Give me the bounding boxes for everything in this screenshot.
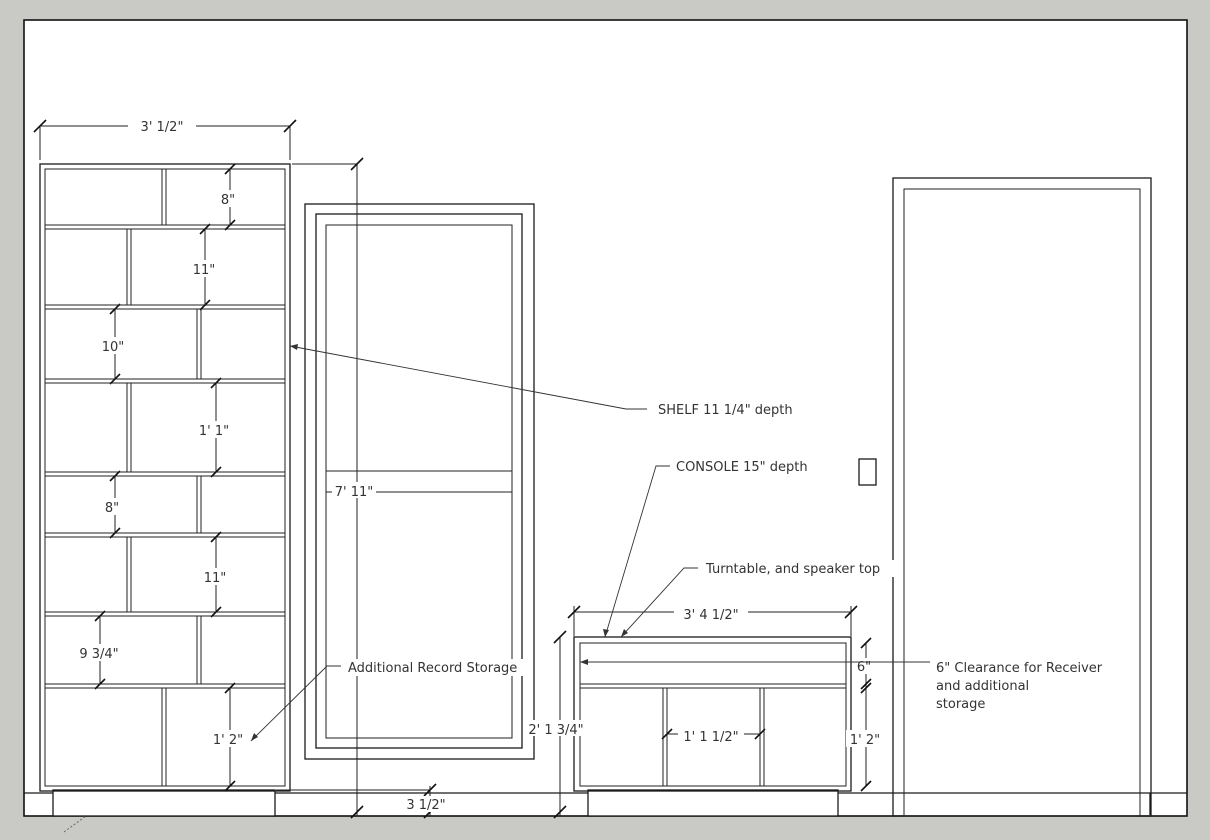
dimension-label: 11" [193,263,216,278]
annotation-console-depth[interactable]: CONSOLE 15" depth [603,460,808,638]
dimension-label: 10" [102,340,125,355]
annotation-record-storage[interactable]: Additional Record Storage [250,659,530,742]
annotation-label: SHELF 11 1/4" depth [658,403,793,418]
bookshelf[interactable] [39,163,291,792]
annotation-label: and additional [936,679,1029,694]
dimension-label: 8" [105,501,119,516]
shelf-cell-dimensions[interactable]: 8" 11" 10" 1' 1" 8" 11" 9 3/4" [74,163,248,792]
dimension-label: 2' 1 3/4" [528,723,583,738]
dimension-console-center[interactable]: 1' 1 1/2" [661,727,766,745]
dimension-label: 3' 1/2" [141,120,184,135]
annotation-label: CONSOLE 15" depth [676,460,808,475]
dimension-console-height[interactable]: 2' 1 3/4" [524,630,588,819]
dimension-label: 7' 11" [335,485,374,500]
annotation-label: 6" Clearance for Receiver [936,661,1103,676]
dimension-label: 3' 4 1/2" [683,608,738,623]
annotation-label: Additional Record Storage [348,661,517,676]
dimension-console-right[interactable]: 6" 1' 2" [846,637,886,792]
dimension-label: 1' 1" [199,424,229,439]
drawing-paper [23,19,1188,817]
annotation-turntable[interactable]: Turntable, and speaker top [620,560,894,638]
window-frame[interactable] [304,203,535,760]
dimension-console-width[interactable]: 3' 4 1/2" [567,605,858,636]
annotation-shelf-depth[interactable]: SHELF 11 1/4" depth [289,344,793,418]
console[interactable] [573,636,852,792]
axis-stub [63,815,87,833]
dimension-label: 3 1/2" [406,798,445,813]
light-switch[interactable] [858,458,877,486]
floor-line [24,789,1187,817]
dimension-label: 8" [221,193,235,208]
dimension-label: 9 3/4" [79,647,118,662]
dimension-label: 1' 2" [213,733,243,748]
door[interactable] [892,177,1152,817]
annotation-label: storage [936,697,985,712]
dimension-label: 6" [857,660,871,675]
annotation-label: Turntable, and speaker top [705,562,880,577]
dimension-gap[interactable]: 3 1/2" [276,783,452,819]
dimension-label: 1' 2" [850,733,880,748]
annotation-clearance[interactable]: 6" Clearance for Receiver and additional… [580,659,1103,712]
dimension-label: 11" [204,571,227,586]
dimension-shelf-width[interactable]: 3' 1/2" [33,118,297,160]
dimension-total-height[interactable]: 7' 11" [292,157,376,819]
dimension-label: 1' 1 1/2" [683,730,738,745]
